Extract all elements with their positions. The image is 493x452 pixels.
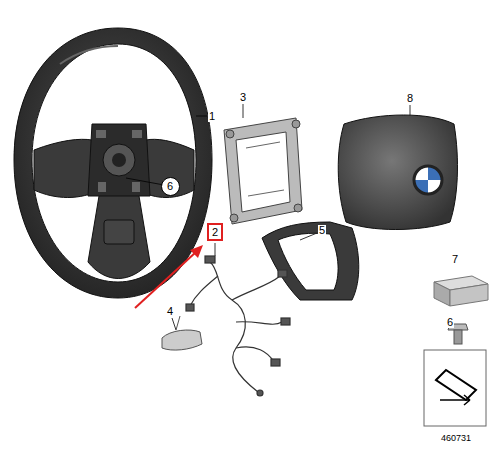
callout-number: 5 — [318, 225, 326, 236]
wiring-harness — [186, 256, 290, 396]
callout-number: 6 — [167, 181, 173, 192]
callout-number: 7 — [451, 254, 459, 265]
steering-wheel — [14, 28, 212, 298]
airbag-module — [338, 115, 457, 230]
callout-number: 8 — [406, 93, 414, 104]
contact-ring — [224, 118, 302, 224]
small-parts-box — [434, 276, 488, 306]
callout-number: 3 — [239, 92, 247, 103]
spoke-trim — [262, 222, 359, 300]
callout-number: 4 — [166, 306, 174, 317]
diagram-number: 460731 — [440, 434, 472, 443]
callout-number: 1 — [208, 111, 216, 122]
highlight-box: 2 — [207, 223, 223, 241]
callout-number: 2 — [212, 227, 218, 238]
switch-part — [162, 316, 202, 350]
symbol-frame — [424, 350, 486, 426]
callout-number: 6 — [446, 317, 454, 328]
callout-circle: 6 — [161, 177, 180, 196]
highlight-arrow — [135, 245, 203, 308]
